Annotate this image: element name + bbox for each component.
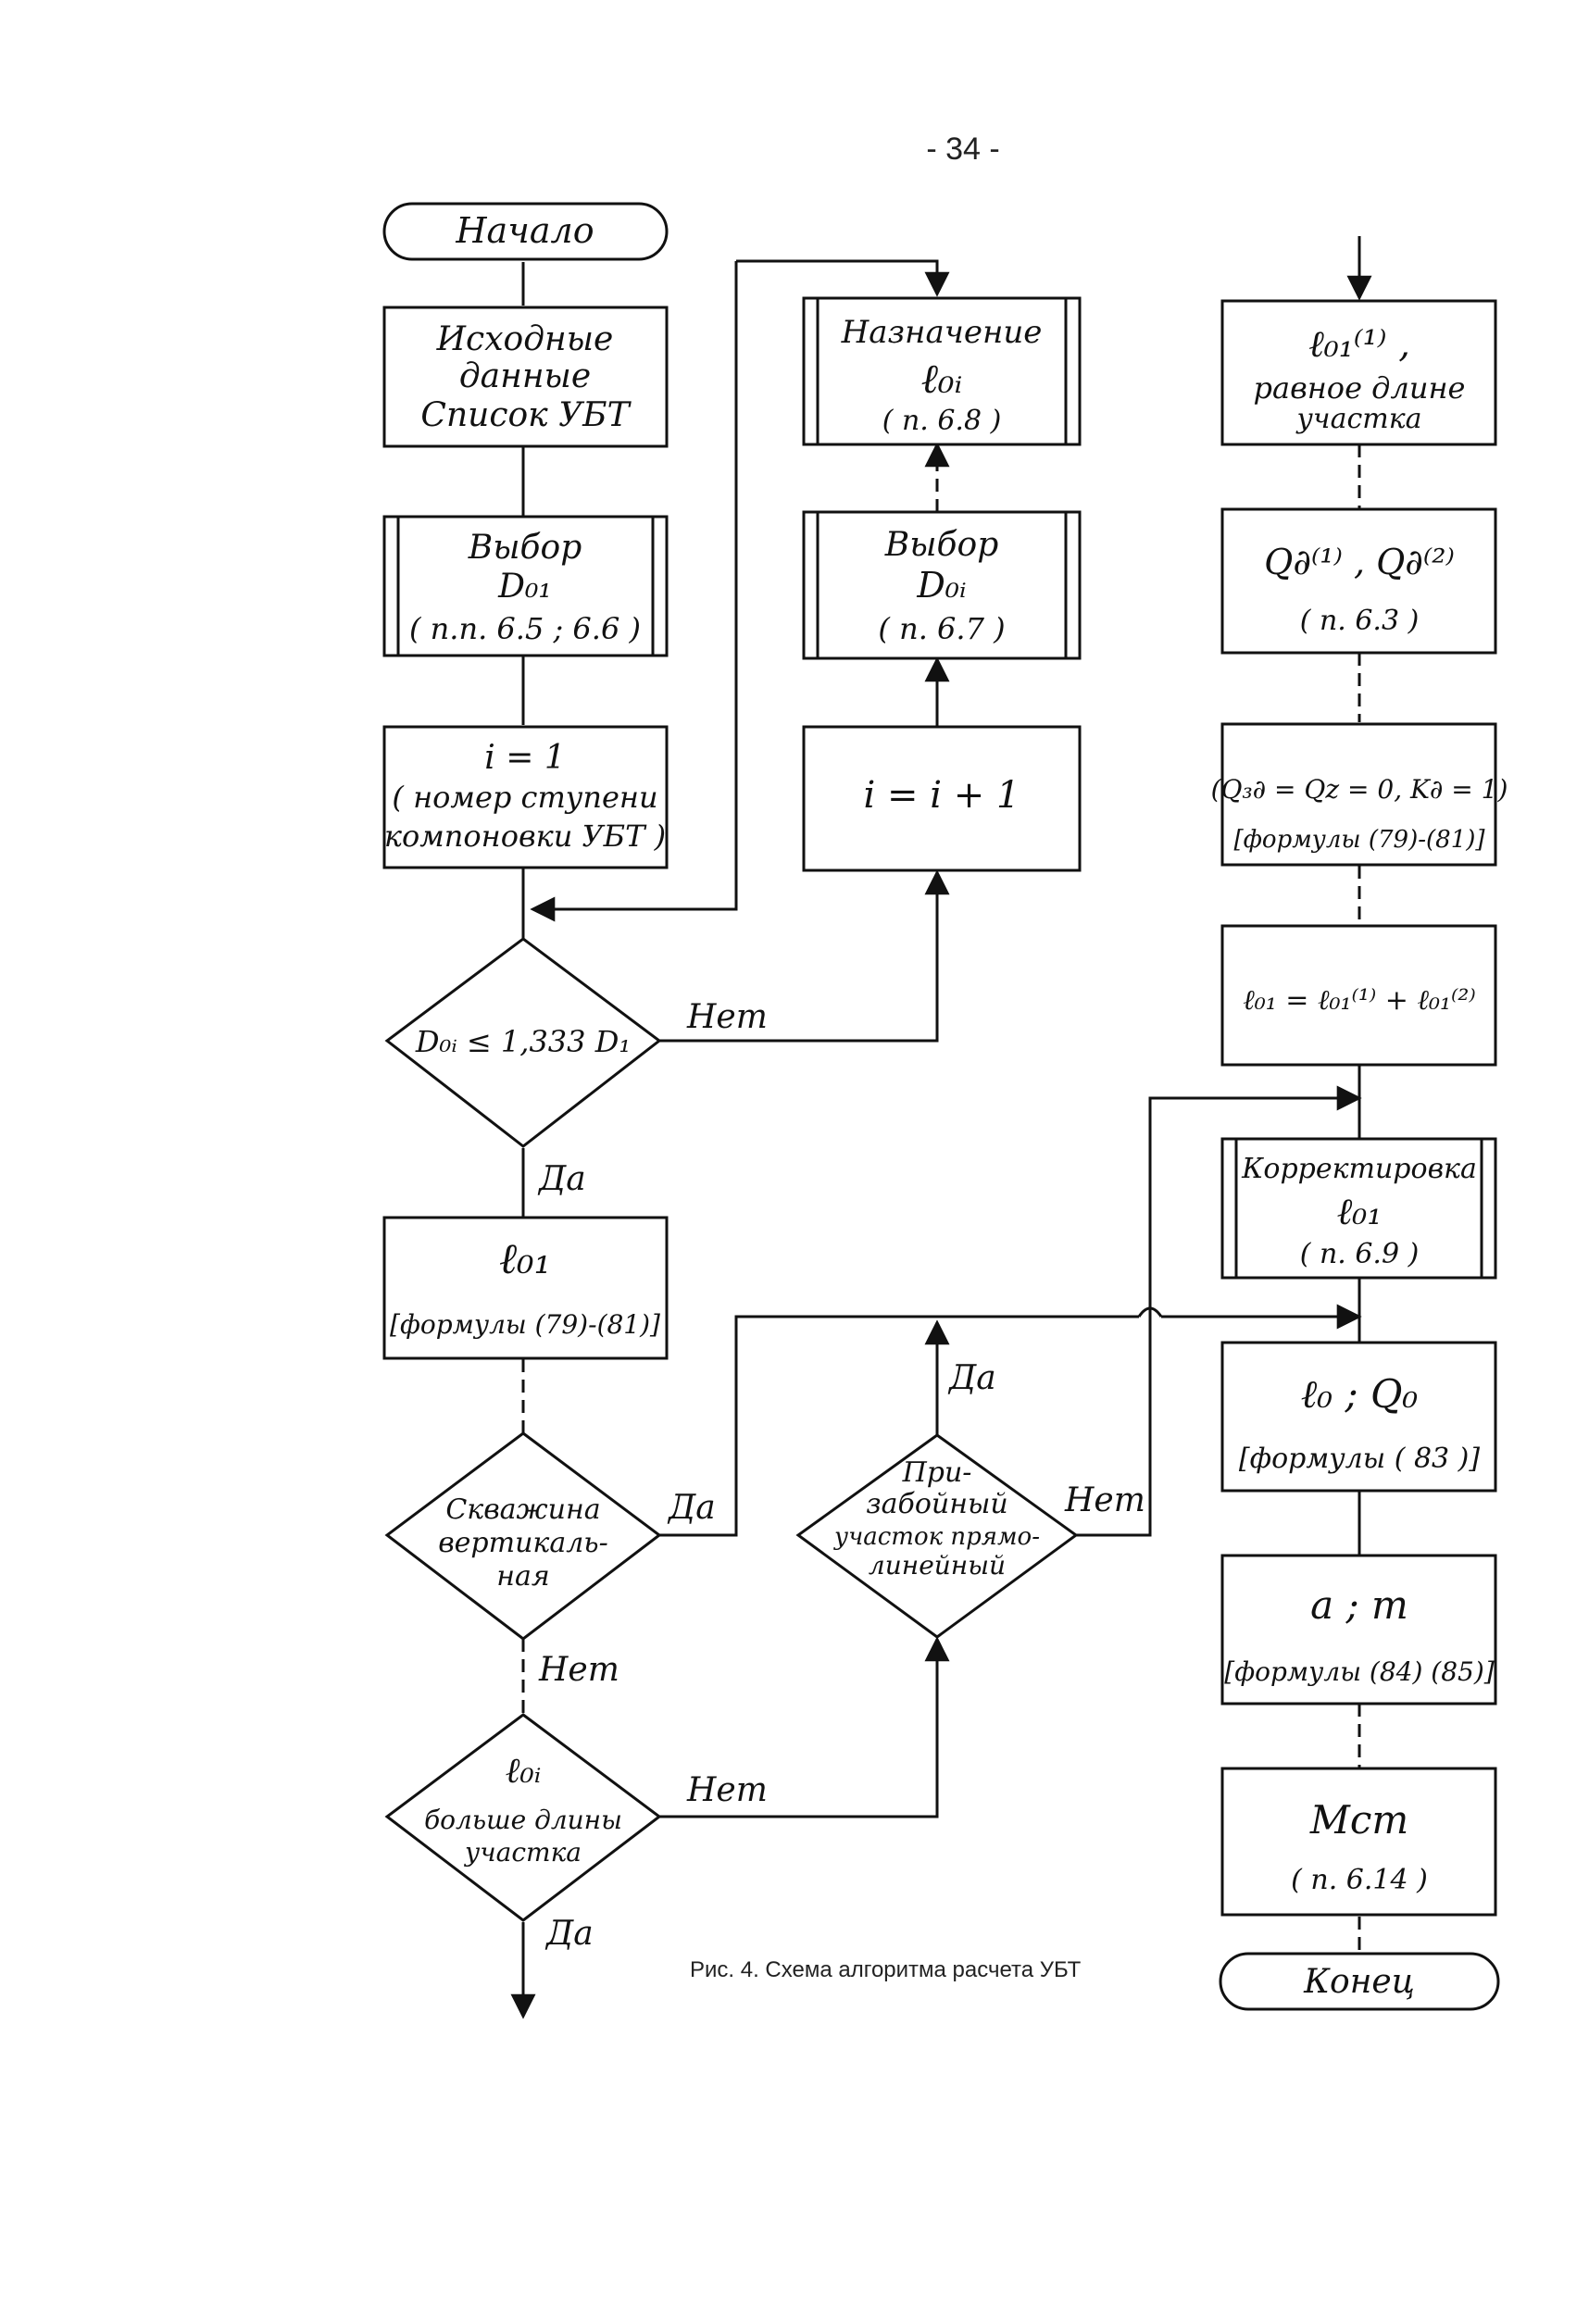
node-assign-l0i-line-3: ( п. 6.8 ): [882, 405, 1002, 437]
node-end-label: Конец: [1303, 1963, 1415, 2001]
node-start-label: Начало: [455, 210, 594, 251]
node-l01-section-line-3: участка: [1295, 403, 1422, 435]
node-l01-sum: ℓ₀₁ = ℓ₀₁⁽¹⁾ + ℓ₀₁⁽²⁾: [1220, 924, 1497, 1067]
node-choose-d0i-line-2: D₀ᵢ: [916, 565, 966, 606]
node-choose-d01: Выбор D₀₁ ( п.п. 6.5 ; 6.6 ): [382, 515, 669, 657]
node-a-m-line-2: [формулы (84) (85)]: [1224, 1656, 1494, 1687]
node-l01-section: ℓ₀₁⁽¹⁾ , равное длине участка: [1220, 299, 1497, 446]
node-decision-vertical-line-1: Скважина: [445, 1493, 600, 1526]
node-decision-straight-line-2: забойный: [866, 1488, 1007, 1520]
node-choose-d0i-line-1: Выбор: [884, 526, 998, 564]
node-incr-i-label: i = i + 1: [864, 774, 1020, 817]
edge-label-yes-vertical: Да: [667, 1489, 716, 1527]
node-a-m: a ; m [формулы (84) (85)]: [1220, 1554, 1497, 1706]
node-decision-longer-line-3: участка: [463, 1837, 582, 1868]
node-decision-vertical-line-3: ная: [496, 1560, 550, 1593]
node-input-line-2: данные: [459, 357, 591, 395]
node-decision-d: D₀ᵢ ≤ 1,333 D₁: [384, 937, 662, 1148]
node-decision-longer: ℓ₀ᵢ больше длины участка: [384, 1713, 662, 1922]
edge-label-yes-longer: Да: [544, 1915, 594, 1953]
node-l0-q0-line-1: ℓ₀ ; Q₀: [1301, 1371, 1419, 1417]
node-correction-line-2: ℓ₀₁: [1337, 1191, 1383, 1233]
node-choose-d01-line-2: D₀₁: [497, 568, 552, 606]
node-calc-l01: ℓ₀₁ [формулы (79)-(81)]: [382, 1216, 669, 1360]
node-q-formula-line-1: (Q₃∂ = Q𝑧 = 0, K∂ = 1): [1211, 774, 1508, 805]
node-correction-line-3: ( п. 6.9 ): [1300, 1238, 1420, 1270]
node-init-i-line-3: компоновки УБТ ): [384, 818, 666, 854]
node-input-line-1: Исходные: [436, 320, 614, 358]
node-decision-straight-line-4: линейный: [869, 1550, 1006, 1581]
node-choose-d0i: Выбор D₀ᵢ ( п. 6.7 ): [802, 510, 1082, 660]
node-m-st: Mст ( п. 6.14 ): [1220, 1767, 1497, 1917]
node-decision-vertical-line-2: вертикаль-: [438, 1527, 608, 1559]
node-l01-sum-label: ℓ₀₁ = ℓ₀₁⁽¹⁾ + ℓ₀₁⁽²⁾: [1243, 984, 1476, 1017]
edge-label-no-vertical: Нет: [538, 1651, 619, 1689]
edge-label-no-d: Нет: [686, 998, 768, 1036]
node-choose-d01-line-3: ( п.п. 6.5 ; 6.6 ): [409, 611, 641, 646]
node-incr-i: i = i + 1: [802, 725, 1082, 872]
node-input-line-3: Список УБТ: [420, 396, 632, 434]
node-q-calc-line-2: ( п. 6.3 ): [1300, 605, 1420, 637]
node-l01-section-line-2: равное длине: [1254, 370, 1466, 406]
node-decision-straight-line-3: участок прямо-: [833, 1523, 1040, 1551]
node-l01-section-line-1: ℓ₀₁⁽¹⁾ ,: [1308, 323, 1410, 366]
node-m-st-line-1: Mст: [1309, 1797, 1408, 1843]
node-init-i-line-2: ( номер ступени: [392, 780, 657, 815]
node-q-calc-line-1: Q∂⁽¹⁾ , Q∂⁽²⁾: [1264, 542, 1455, 582]
node-init-i: i = 1 ( номер ступени компоновки УБТ ): [382, 725, 669, 869]
node-start: Начало: [382, 202, 669, 261]
node-l0-q0: ℓ₀ ; Q₀ [формулы ( 83 )]: [1220, 1341, 1497, 1493]
node-decision-d-label: D₀ᵢ ≤ 1,333 D₁: [415, 1024, 631, 1059]
node-assign-l0i-line-2: ℓ₀ᵢ: [921, 356, 963, 403]
node-calc-l01-line-2: [формулы (79)-(81)]: [390, 1309, 660, 1340]
node-decision-straight: При- забойный участок прямо- линейный: [795, 1433, 1079, 1639]
node-correction-line-1: Корректировка: [1241, 1153, 1477, 1185]
node-decision-vertical: Скважина вертикаль- ная: [384, 1431, 662, 1641]
node-choose-d01-line-1: Выбор: [468, 529, 582, 567]
node-assign-l0i: Назначение ℓ₀ᵢ ( п. 6.8 ): [802, 296, 1082, 446]
node-decision-straight-line-1: При-: [902, 1456, 972, 1489]
connectors: [510, 236, 1372, 2019]
node-assign-l0i-line-1: Назначение: [841, 314, 1043, 351]
edge-label-yes-d: Да: [537, 1160, 586, 1198]
node-correction: Корректировка ℓ₀₁ ( п. 6.9 ): [1220, 1137, 1497, 1280]
node-choose-d0i-line-3: ( п. 6.7 ): [878, 611, 1005, 646]
node-l0-q0-line-2: [формулы ( 83 )]: [1239, 1443, 1480, 1475]
page-number: - 34 -: [926, 131, 999, 167]
node-a-m-line-1: a ; m: [1310, 1582, 1408, 1628]
node-decision-longer-line-1: ℓ₀ᵢ: [506, 1750, 542, 1791]
node-m-st-line-2: ( п. 6.14 ): [1291, 1864, 1428, 1896]
edge-label-no-longer: Нет: [686, 1771, 768, 1809]
node-decision-longer-line-2: больше длины: [424, 1805, 622, 1835]
edge-label-no-straight: Нет: [1064, 1481, 1145, 1519]
node-calc-l01-line-1: ℓ₀₁: [499, 1233, 551, 1283]
node-input: Исходные данные Список УБТ: [382, 306, 669, 448]
node-end: Конец: [1219, 1952, 1500, 2011]
node-init-i-line-1: i = 1: [484, 739, 565, 777]
edge-label-yes-straight: Да: [947, 1359, 996, 1397]
node-q-formula: (Q₃∂ = Q𝑧 = 0, K∂ = 1) [формулы (79)-(81…: [1211, 722, 1508, 867]
figure-caption: Рис. 4. Схема алгоритма расчета УБТ: [690, 1957, 1082, 1982]
node-q-formula-line-2: [формулы (79)-(81)]: [1233, 826, 1485, 854]
node-q-calc: Q∂⁽¹⁾ , Q∂⁽²⁾ ( п. 6.3 ): [1220, 507, 1497, 655]
